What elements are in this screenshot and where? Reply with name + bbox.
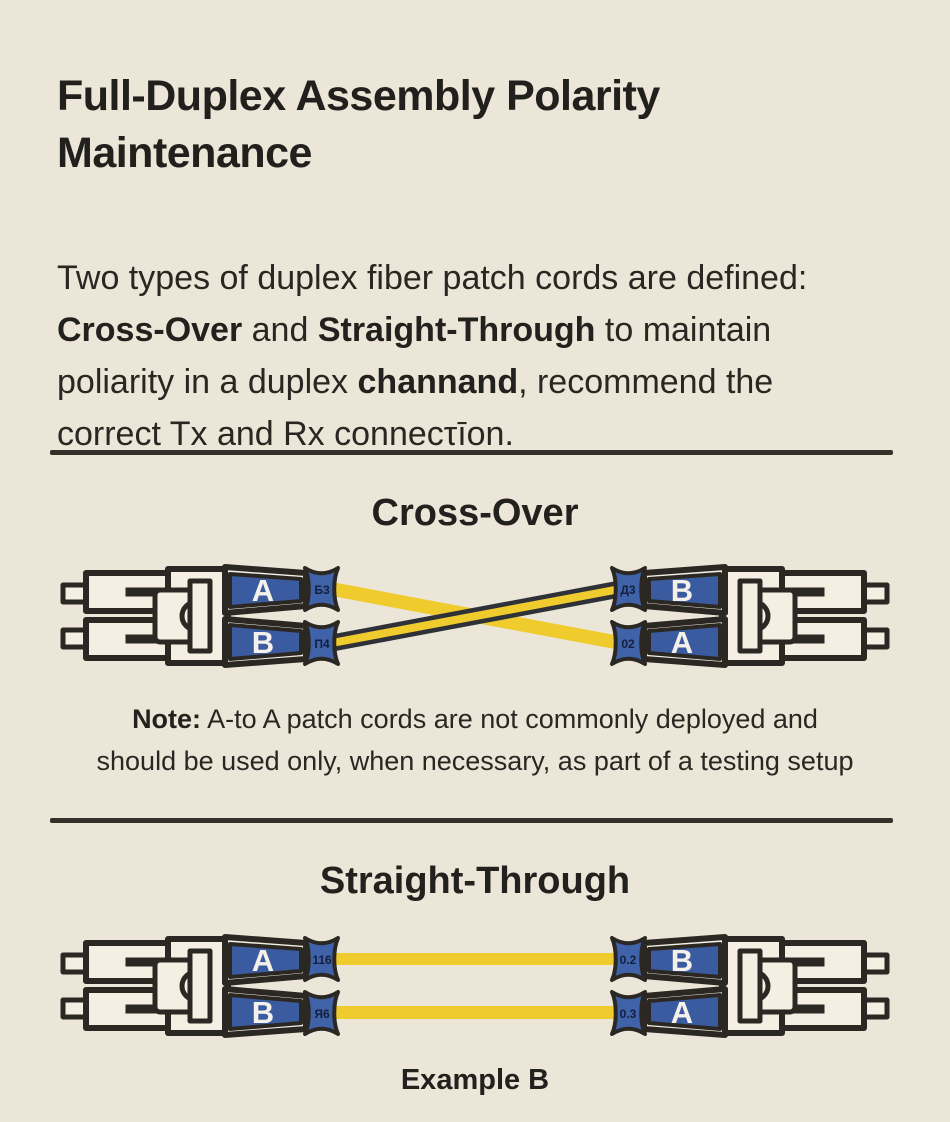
intro-straight-term: Straight-Through [317,311,596,349]
polarity-label-left-bottom: B [252,625,274,660]
lc-duplex-connector-right [612,937,887,1035]
polarity-label-right-bottom: A [671,995,693,1030]
intro-crossover-term: Cross-Over [57,311,243,349]
fiber-cable-top-straight [332,953,620,965]
intro-channel-term: channand [357,363,519,401]
fiber-cable-b-core [331,585,621,647]
page-title: Full-Duplex Assembly Polarity Maintenanc… [57,72,660,177]
boot-mark-left-bottom: П4 [314,637,330,651]
fiber-cable-bottom-straight [332,1006,620,1019]
boot-mark-left-bottom: Я6 [314,1007,330,1021]
boot-mark-right-top: Д3 [620,583,636,597]
boot-mark-left-top: 116 [312,953,332,967]
straight-diagram: A B B A 116 Я6 0.2 0.3 [0,925,950,1055]
intro-paragraph: Two types of duplex fiber patch cords ar… [57,252,867,460]
crossover-diagram: A B B A Б3 П4 Д3 02 [0,555,950,685]
lc-duplex-connector-left [63,937,338,1035]
polarity-label-left-bottom: B [252,995,274,1030]
boot-mark-right-bottom: 02 [621,637,635,651]
note-line-1: Note: A-to A patch cords are not commonl… [0,698,950,740]
crossover-note: Note: A-to A patch cords are not commonl… [0,698,950,782]
intro-seg-1: Two types of duplex fiber patch cords ar… [57,259,808,297]
polarity-label-right-top: B [671,943,693,978]
polarity-label-left-top: A [252,573,274,608]
note-line-2: should be used only, when necessary, as … [96,746,854,776]
crossover-heading: Cross-Over [371,492,579,534]
intro-seg-3: and [242,311,318,349]
boot-mark-right-top: 0.2 [620,953,637,967]
note-line-1-text: A-to A patch cords are not commonly depl… [201,704,818,734]
note-label: Note: [132,704,202,734]
polarity-label-left-top: A [252,943,274,978]
example-caption: Example B [400,1064,550,1096]
intro-seg-5: to maintain poliarity in a duplex [57,311,772,401]
intro-seg-7: , recommend the correct Tx and Rx connec… [57,363,774,453]
polarity-label-right-bottom: A [671,625,693,660]
section-divider-top [50,450,893,455]
lc-duplex-connector-right [612,567,887,665]
boot-mark-right-bottom: 0.3 [620,1007,637,1021]
straight-heading: Straight-Through [319,860,631,902]
lc-duplex-connector-left [63,567,338,665]
polarity-label-right-top: B [671,573,693,608]
boot-mark-left-top: Б3 [314,583,330,597]
section-divider-bottom [50,818,893,823]
